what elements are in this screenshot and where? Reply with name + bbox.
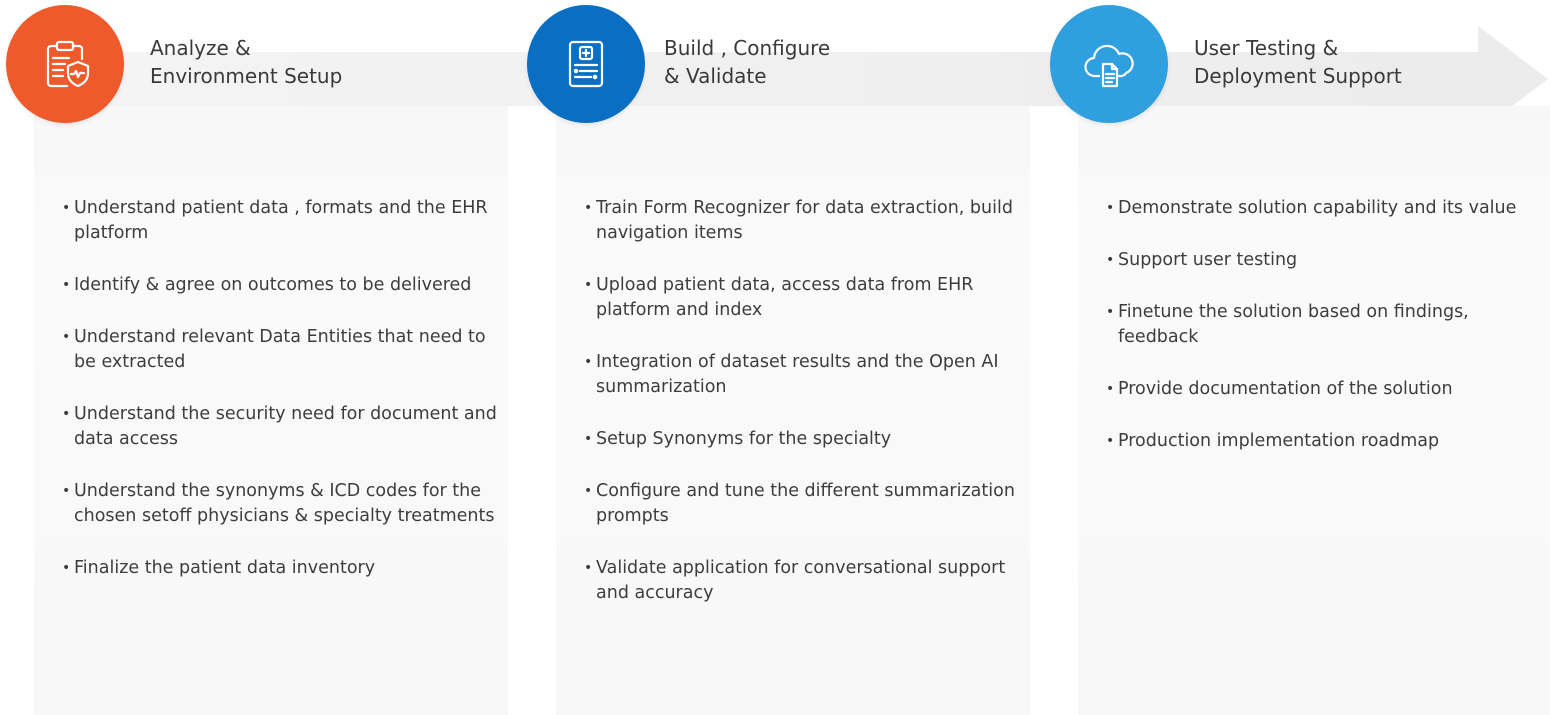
phase-1-bullet: Understand the security need for documen… — [62, 402, 502, 452]
phase-3-title-line1: User Testing & — [1194, 36, 1339, 60]
phase-1-title-line2: Environment Setup — [150, 64, 343, 88]
phase-2-bullet: Setup Synonyms for the specialty — [584, 427, 1024, 452]
phase-1-bullet: Understand patient data , formats and th… — [62, 196, 502, 246]
phase-3-bullet: Production implementation roadmap — [1106, 429, 1526, 454]
phase-3-bullet-list: Demonstrate solution capability and its … — [1106, 196, 1526, 481]
phase-2-title: Build , Configure & Validate — [664, 34, 830, 90]
cloud-document-icon — [1084, 44, 1134, 88]
progress-arrow-bar — [60, 52, 1480, 106]
phase-1-bullet: Identify & agree on outcomes to be deliv… — [62, 273, 502, 298]
phase-1-title: Analyze & Environment Setup — [150, 34, 342, 90]
phase-1-circle — [6, 5, 124, 123]
phase-3-circle — [1050, 5, 1168, 123]
phase-1-bullet-list: Understand patient data , formats and th… — [62, 196, 502, 608]
phase-2-bullet: Train Form Recognizer for data extractio… — [584, 196, 1024, 246]
phase-2-bullet: Configure and tune the different summari… — [584, 479, 1024, 529]
phase-3-title: User Testing & Deployment Support — [1194, 34, 1402, 90]
phase-3-bullet: Provide documentation of the solution — [1106, 377, 1526, 402]
clipboard-shield-icon — [46, 40, 90, 88]
phase-1-bullet: Finalize the patient data inventory — [62, 556, 502, 581]
phase-3-bullet: Support user testing — [1106, 248, 1526, 273]
phase-3-bullet: Demonstrate solution capability and its … — [1106, 196, 1526, 221]
phase-2-title-line1: Build , Configure — [664, 36, 831, 60]
phase-2-bullet: Integration of dataset results and the O… — [584, 350, 1024, 400]
phase-1-bullet: Understand the synonyms & ICD codes for … — [62, 479, 502, 529]
phase-1-bullet: Understand relevant Data Entities that n… — [62, 325, 502, 375]
phase-2-title-line2: & Validate — [664, 64, 767, 88]
phase-1-title-line1: Analyze & — [150, 36, 251, 60]
phase-3-bullet: Finetune the solution based on findings,… — [1106, 300, 1526, 350]
phase-2-bullet: Upload patient data, access data from EH… — [584, 273, 1024, 323]
phase-2-bullet-list: Train Form Recognizer for data extractio… — [584, 196, 1024, 633]
medical-document-icon — [568, 40, 604, 88]
phase-3-title-line2: Deployment Support — [1194, 64, 1402, 88]
phase-2-bullet: Validate application for conversational … — [584, 556, 1024, 606]
phase-2-circle — [527, 5, 645, 123]
